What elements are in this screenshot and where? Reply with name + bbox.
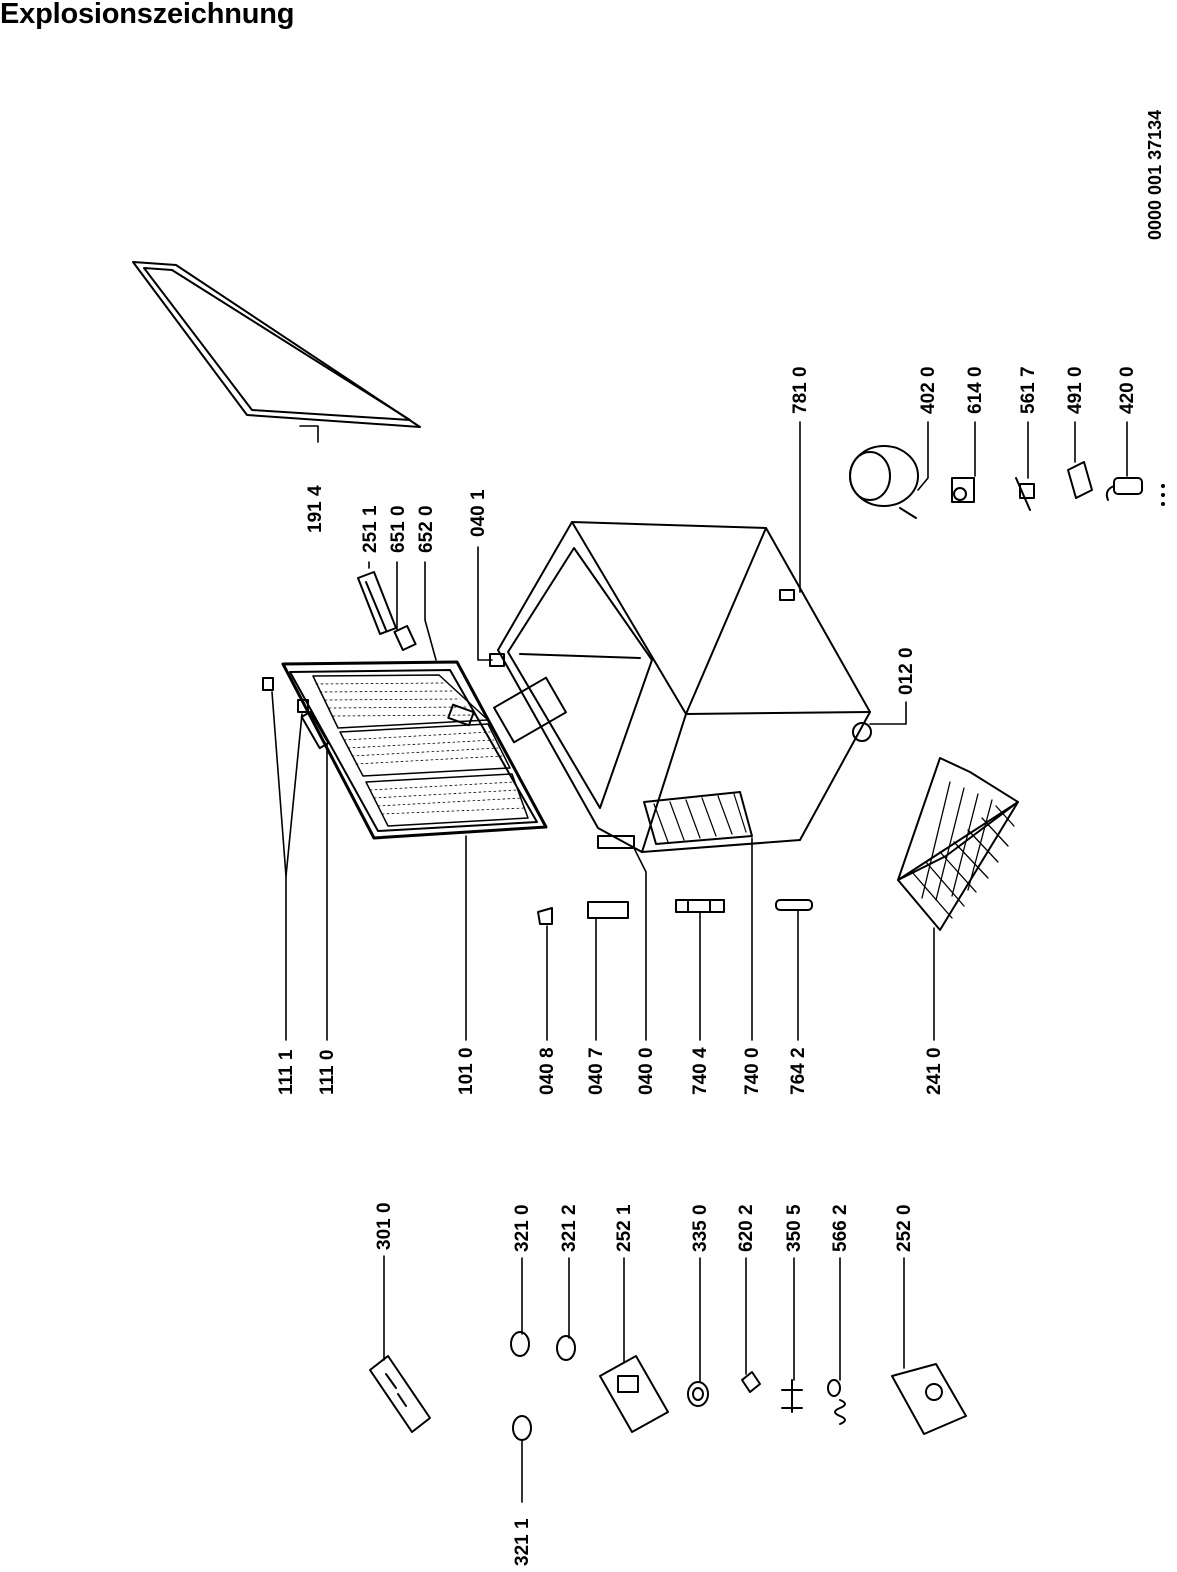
door-gasket-191-4: [132, 261, 421, 428]
shaft-350-5: [781, 1379, 803, 1413]
lamp-socket-651-0: [393, 624, 417, 652]
thermostat-housing-252-0: [891, 1363, 967, 1435]
label-321-2: 321 2: [559, 1204, 580, 1252]
condenser-clip-740-4: [675, 899, 725, 913]
indicator-620-2: [741, 1371, 761, 1393]
spring-335-0: [687, 1381, 709, 1407]
overload-561-7: [1015, 477, 1035, 511]
capacitor-420-0: [1105, 477, 1143, 501]
clips-111-1: [262, 677, 309, 713]
screws: [1161, 484, 1165, 506]
label-335-0: 335 0: [690, 1204, 711, 1252]
relay-614-0: [951, 477, 975, 503]
lamp-cover-251-1: [357, 571, 397, 635]
knob-321-0: [510, 1331, 530, 1357]
label-740-0: 740 0: [742, 1047, 763, 1095]
label-241-0: 241 0: [924, 1047, 945, 1095]
label-040-7: 040 7: [586, 1047, 607, 1095]
label-040-0: 040 0: [636, 1047, 657, 1095]
control-panel-301-0: [369, 1355, 431, 1433]
bracket-040-7: [587, 901, 629, 919]
hinge-111-0: [300, 710, 330, 750]
knob-321-1: [512, 1415, 532, 1441]
label-252-0: 252 0: [894, 1204, 915, 1252]
label-012-0: 012 0: [896, 647, 917, 695]
label-252-1: 252 1: [614, 1204, 635, 1252]
label-101-0: 101 0: [456, 1047, 477, 1095]
label-321-0: 321 0: [512, 1204, 533, 1252]
label-740-4: 740 4: [690, 1047, 711, 1095]
lid-101-0: [281, 660, 548, 840]
label-764-2: 764 2: [788, 1047, 809, 1095]
thermostat-252-1: [599, 1355, 669, 1433]
basket-241-0: [897, 757, 1019, 931]
spring-566-2: [827, 1379, 846, 1425]
label-561-7: 561 7: [1018, 366, 1039, 414]
cover-491-0: [1067, 461, 1093, 499]
label-251-1: 251 1: [360, 505, 381, 553]
label-191-4: 191 4: [305, 485, 326, 533]
label-566-2: 566 2: [830, 1204, 851, 1252]
label-111-0: 111 0: [317, 1049, 338, 1095]
label-402-0: 402 0: [918, 366, 939, 414]
spacer-040-8: [537, 907, 553, 925]
compressor-402-0: [849, 445, 919, 519]
label-491-0: 491 0: [1065, 366, 1086, 414]
label-651-0: 651 0: [388, 505, 409, 553]
label-614-0: 614 0: [965, 366, 986, 414]
label-350-5: 350 5: [784, 1204, 805, 1252]
knob-321-2: [556, 1335, 576, 1361]
label-652-0: 652 0: [416, 505, 437, 553]
label-321-1: 321 1: [512, 1518, 533, 1566]
label-040-1: 040 1: [468, 489, 489, 537]
label-111-1: 111 1: [276, 1049, 297, 1095]
label-040-8: 040 8: [537, 1047, 558, 1095]
label-620-2: 620 2: [736, 1204, 757, 1252]
drier-764-2: [775, 899, 813, 911]
cabinet-body: [489, 521, 872, 853]
leader-lines: [271, 421, 1128, 1503]
label-781-0: 781 0: [790, 366, 811, 414]
page-title: Explosionszeichnung: [0, 0, 295, 30]
label-420-0: 420 0: [1117, 366, 1138, 414]
label-301-0: 301 0: [374, 1202, 395, 1250]
